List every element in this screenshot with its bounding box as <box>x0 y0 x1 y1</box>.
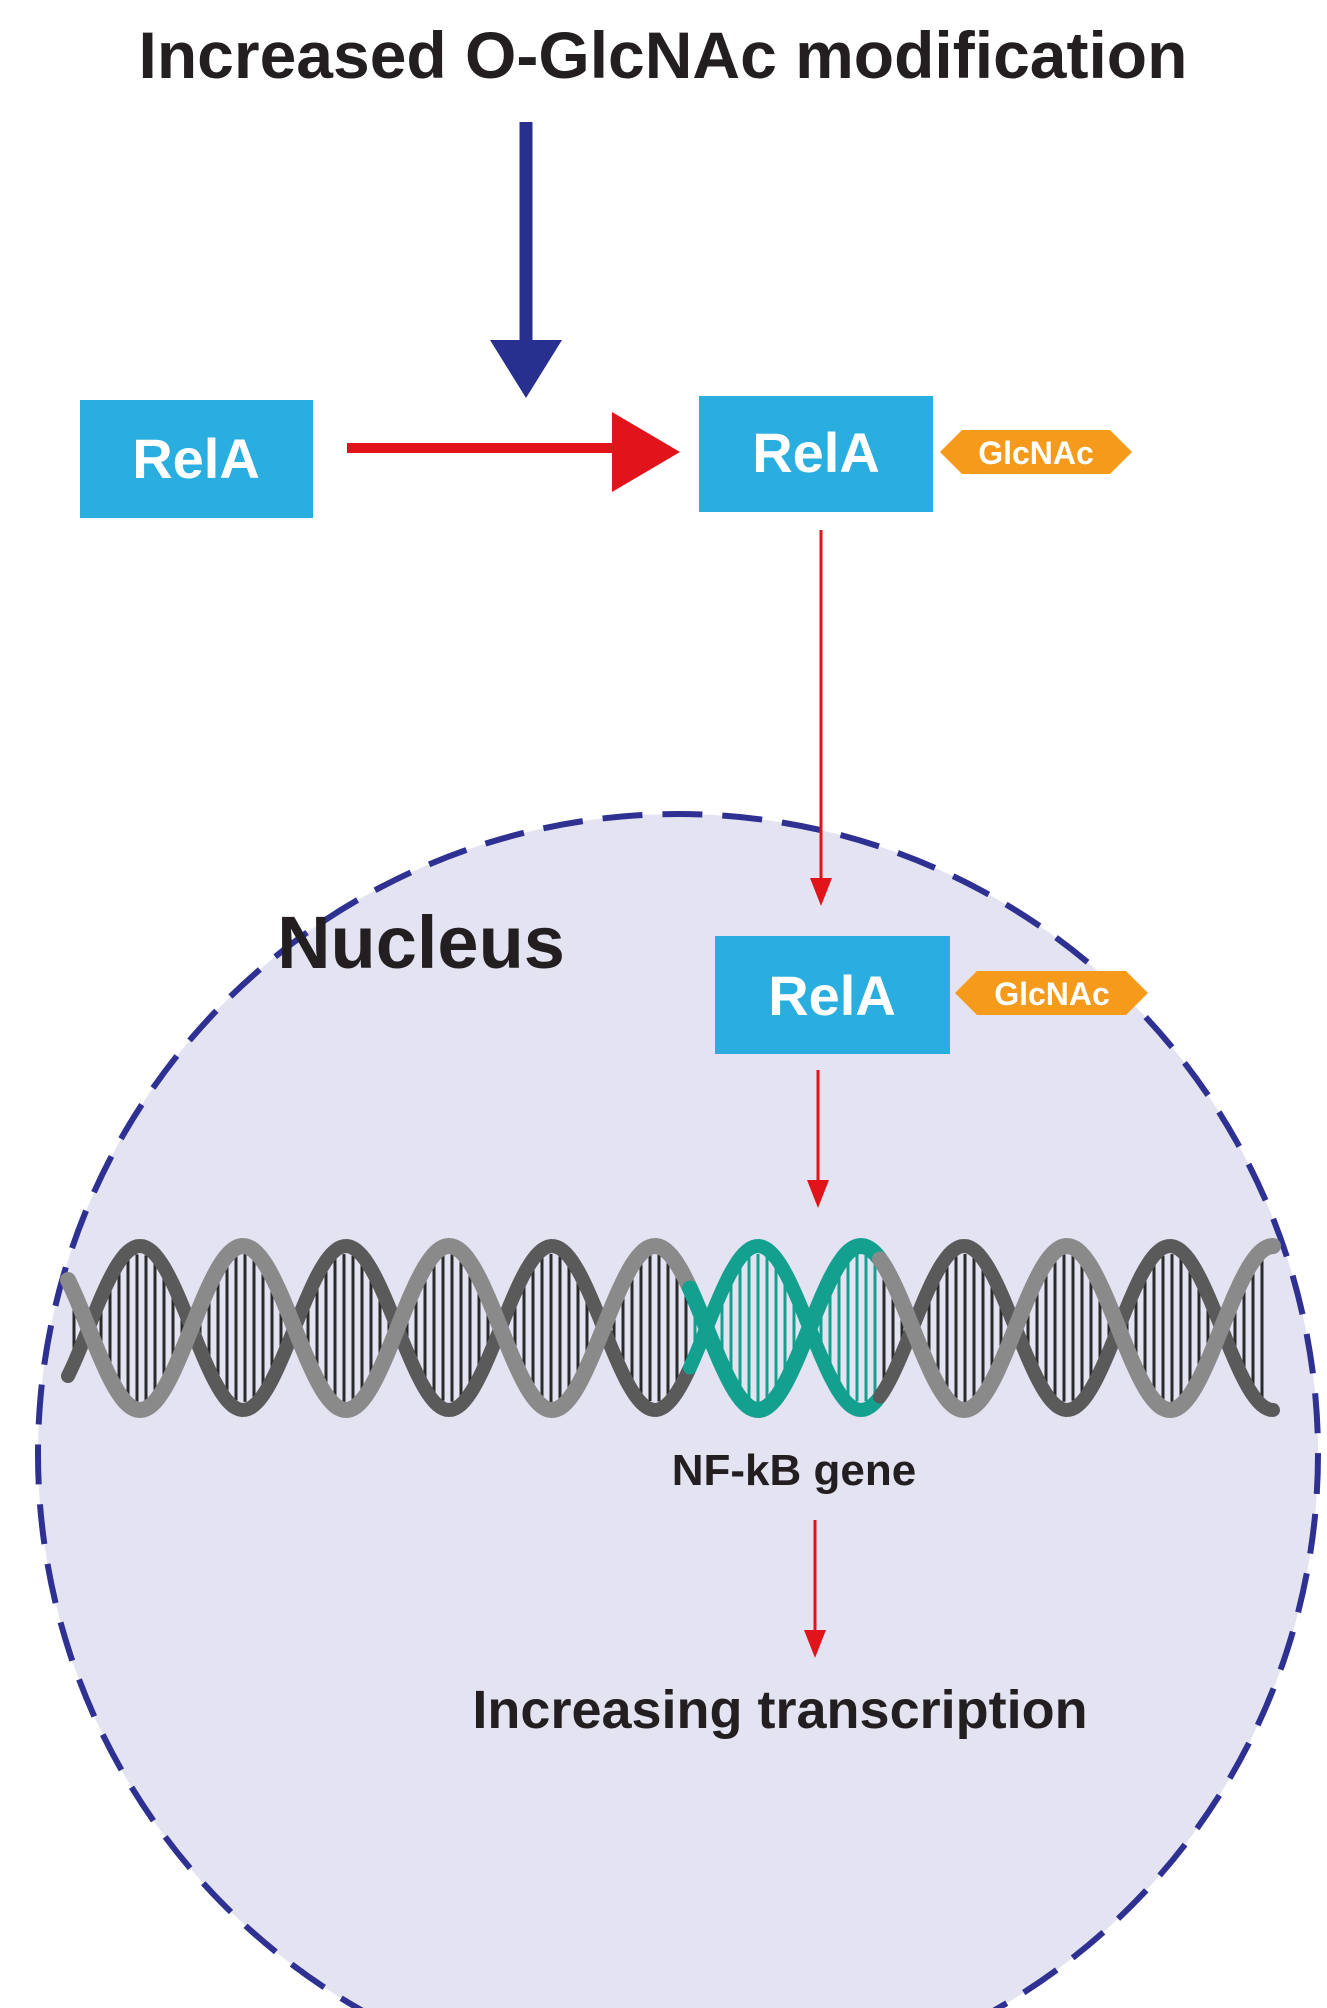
modification-flow-arrow <box>347 412 680 492</box>
dna-strand-front <box>872 1237 1281 1419</box>
modification-arrow <box>490 122 562 398</box>
outcome-label: Increasing transcription <box>472 1680 1087 1740</box>
gene-binding-arrow <box>807 1070 829 1208</box>
nucleus <box>35 811 1321 2008</box>
rela-modified-label: RelA <box>752 421 880 484</box>
gene-strand-front <box>682 1237 887 1419</box>
transcription-arrow <box>804 1520 826 1658</box>
rela-nuclear-label: RelA <box>768 964 896 1027</box>
rela-unmodified-label: RelA <box>132 427 260 490</box>
rela-unmodified-node: RelA <box>80 400 313 518</box>
dna-strand-back <box>61 1238 696 1418</box>
glcnac-cytoplasm-label: GlcNAc <box>978 435 1094 471</box>
dna-strand-front <box>60 1237 697 1419</box>
dna-double-helix <box>60 1237 1281 1419</box>
nucleus-label: Nucleus <box>277 901 565 984</box>
rela-modified-node: RelA <box>699 396 933 512</box>
glcnac-nucleus-label: GlcNAc <box>994 976 1110 1012</box>
nuclear-translocation-arrow <box>810 530 832 906</box>
glcnac-tag-nucleus: GlcNAc <box>955 971 1148 1015</box>
glcnac-tag-cytoplasm: GlcNAc <box>940 430 1132 474</box>
gene-label: NF-kB gene <box>672 1446 916 1495</box>
gene-strand-back <box>683 1238 886 1418</box>
dna-strand-back <box>873 1238 1280 1418</box>
rela-nuclear-node: RelA <box>715 936 950 1054</box>
diagram-title: Increased O-GlcNAc modification <box>139 18 1188 92</box>
